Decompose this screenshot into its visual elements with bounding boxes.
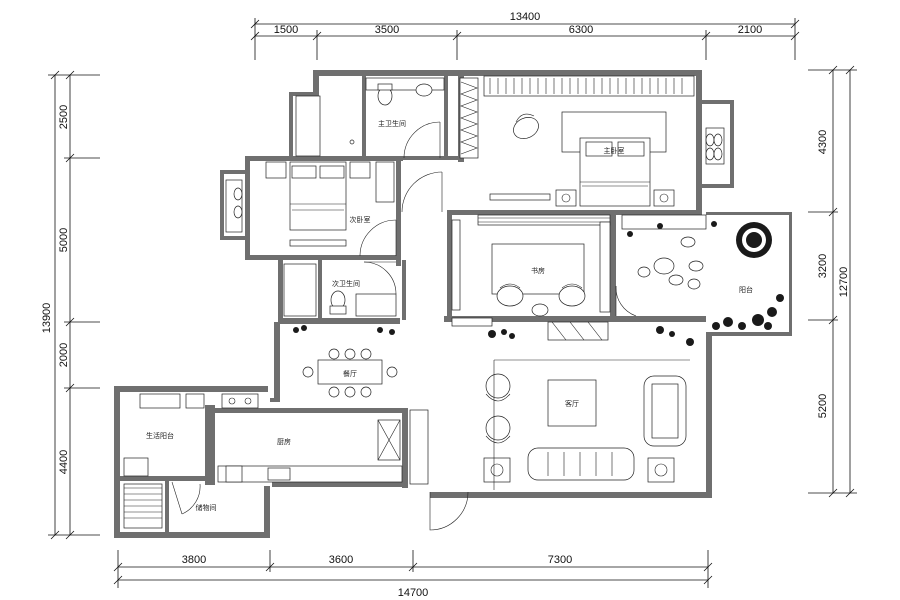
- dim-bottom-2: 3600: [329, 554, 353, 566]
- room-label-kitchen: 厨房: [277, 437, 291, 446]
- left-dimensions: 13900 2500 5000 2000 4400: [41, 70, 100, 540]
- living-room: 客厅: [429, 326, 694, 531]
- room-label-living-room: 客厅: [565, 399, 579, 408]
- top-dimensions: 13400 1500 3500 6300 2100: [250, 11, 800, 60]
- balcony: 阳台: [615, 214, 784, 330]
- walls: [114, 70, 792, 538]
- room-label-balcony: 阳台: [739, 285, 753, 294]
- dining-room: 餐厅: [293, 325, 398, 398]
- second-bathroom: 次卫生间: [283, 261, 397, 317]
- room-label-second-bedroom: 次卧室: [350, 215, 371, 224]
- dim-top-3: 6300: [569, 24, 593, 36]
- bottom-dimensions: 3800 3600 7300 14700: [113, 550, 713, 599]
- dim-left-4: 4400: [58, 450, 70, 474]
- dim-bottom-1: 3800: [182, 554, 206, 566]
- dim-left-2: 5000: [58, 228, 70, 252]
- dim-top-1: 1500: [274, 24, 298, 36]
- master-bathroom: 主卫生间: [295, 77, 445, 159]
- dim-left-1: 2500: [58, 105, 70, 129]
- right-dimensions: 4300 3200 5200 12700: [808, 65, 857, 498]
- kitchen: 厨房: [217, 409, 429, 485]
- utility-balcony: 生活阳台 储物间: [123, 393, 259, 529]
- dim-left-total: 13900: [41, 303, 53, 334]
- master-bedroom: 主卧室: [401, 75, 725, 226]
- study: 书房: [451, 219, 611, 341]
- dim-right-1: 4300: [817, 130, 829, 154]
- room-label-master-bedroom: 主卧室: [604, 146, 625, 155]
- dim-right-2: 3200: [817, 254, 829, 278]
- dim-bottom-total: 14700: [398, 587, 429, 599]
- room-label-master-bath: 主卫生间: [378, 119, 406, 128]
- room-label-study: 书房: [531, 266, 545, 275]
- room-label-second-bath: 次卫生间: [332, 279, 360, 288]
- room-label-storage: 储物间: [196, 503, 217, 512]
- second-bedroom: 次卧室: [225, 161, 397, 257]
- dim-top-4: 2100: [738, 24, 762, 36]
- dim-bottom-3: 7300: [548, 554, 572, 566]
- dim-right-total: 12700: [838, 267, 850, 298]
- room-label-utility-balcony: 生活阳台: [146, 431, 174, 440]
- dim-right-3: 5200: [817, 394, 829, 418]
- room-label-dining: 餐厅: [343, 369, 357, 378]
- dim-top-2: 3500: [375, 24, 399, 36]
- dim-left-3: 2000: [58, 343, 70, 367]
- dim-top-total: 13400: [510, 11, 541, 23]
